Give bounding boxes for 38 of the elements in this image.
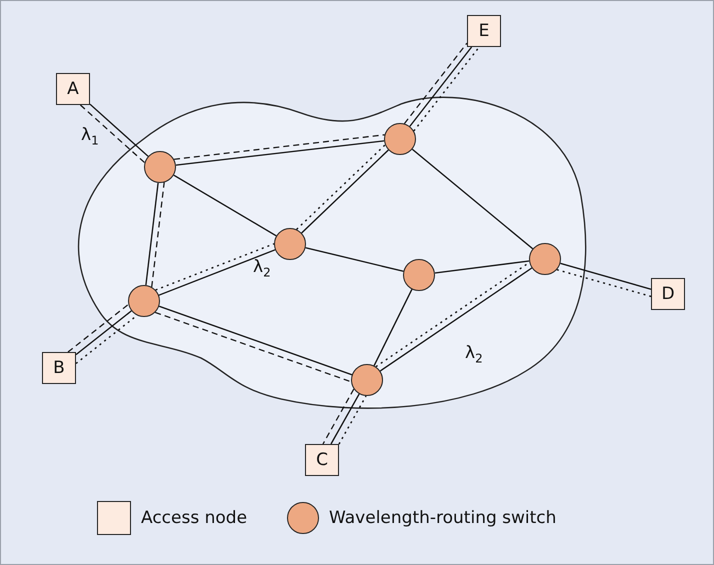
legend-label: Access node bbox=[141, 508, 248, 528]
fiber-link bbox=[90, 104, 149, 157]
lightpath bbox=[338, 396, 367, 444]
lightpath bbox=[76, 314, 138, 364]
lightpath bbox=[322, 388, 354, 444]
fiber-link bbox=[158, 249, 276, 296]
access-node: E bbox=[467, 15, 501, 47]
fiber-link bbox=[560, 262, 652, 290]
access-node: A bbox=[56, 73, 90, 105]
fiber-link bbox=[374, 289, 412, 366]
lightpath bbox=[151, 182, 165, 288]
lightpath bbox=[174, 134, 385, 160]
access-node: C bbox=[305, 444, 339, 476]
lightpath bbox=[556, 269, 652, 298]
lightpath bbox=[296, 144, 386, 230]
fiber-link bbox=[301, 150, 389, 234]
fiber-link bbox=[330, 394, 360, 444]
lightpath bbox=[404, 42, 468, 124]
lightpath bbox=[80, 104, 145, 164]
wavelength-label: λ$_{1}$ bbox=[81, 125, 99, 148]
wavelength-label: λ$_{2}$ bbox=[253, 257, 271, 280]
lightpath bbox=[68, 304, 129, 352]
lightpath bbox=[155, 312, 352, 382]
fiber-link bbox=[145, 182, 159, 286]
wavelength-label: λ$_{2}$ bbox=[465, 343, 483, 366]
fiber-link bbox=[412, 148, 534, 250]
fiber-link bbox=[409, 46, 472, 127]
fiber-link bbox=[76, 310, 132, 356]
fiber-link bbox=[158, 306, 352, 376]
lightpath bbox=[413, 46, 480, 132]
legend-label: Wavelength-routing switch bbox=[329, 508, 556, 528]
access-node: B bbox=[42, 352, 76, 384]
fiber-link bbox=[434, 260, 530, 274]
access-node: D bbox=[651, 278, 685, 310]
fiber-link bbox=[176, 140, 384, 166]
fiber-link bbox=[305, 247, 404, 272]
lightpath bbox=[155, 243, 274, 291]
fiber-link bbox=[173, 174, 277, 236]
